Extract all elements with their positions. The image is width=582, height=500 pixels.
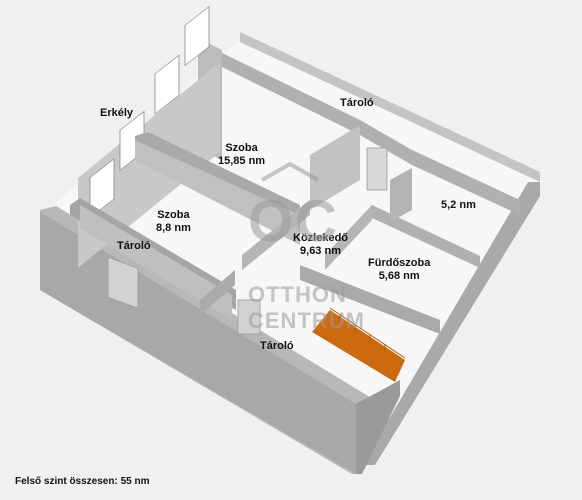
room-label-furdoszoba: Fürdőszoba 5,68 nm (368, 257, 431, 282)
wall-small-room (390, 168, 412, 222)
outer-wall-bottom (356, 380, 400, 474)
wall-storage-mid (300, 265, 440, 334)
wall-corridor-top (310, 125, 360, 210)
wall-corridor-left (242, 200, 310, 270)
total-area-footer: Felső szint összesen: 55 nm (15, 476, 150, 487)
stairs (312, 310, 405, 382)
door-taroló-left (107, 256, 139, 309)
wall-bottom-storage (200, 270, 235, 315)
watermark-line1: OTTHON (248, 282, 347, 307)
wall-left-storage-face (80, 205, 232, 320)
wall-bathroom-left (325, 205, 372, 270)
outer-wall-top-right (240, 32, 540, 182)
room-label-szoba-large: Szoba 15,85 nm (218, 142, 266, 167)
stair-rail (329, 307, 406, 359)
door-szoba (366, 147, 388, 191)
door-taroló-bottom (237, 299, 261, 335)
room-label-kozlekedo: Közlekedő 9,63 nm (293, 232, 349, 257)
room-label-szoba-small: Szoba 8,8 nm (156, 209, 191, 234)
room-label-tarolo-bottom: Tároló (260, 340, 294, 352)
wall-szoba-divider-face (135, 140, 300, 245)
watermark-logo: OC (248, 189, 339, 254)
watermark-line2: CENTRUM (248, 308, 365, 333)
room-label-erkely: Erkély (100, 107, 134, 119)
wall-bathroom-top (372, 205, 480, 268)
room-label-small-room: 5,2 nm (441, 199, 476, 211)
watermark-roof-icon (261, 161, 319, 182)
room-label-tarolo-top: Tároló (340, 97, 374, 109)
outer-wall-right (362, 182, 540, 465)
room-label-tarolo-left: Tároló (117, 240, 151, 252)
wall-storage-top (220, 52, 520, 215)
